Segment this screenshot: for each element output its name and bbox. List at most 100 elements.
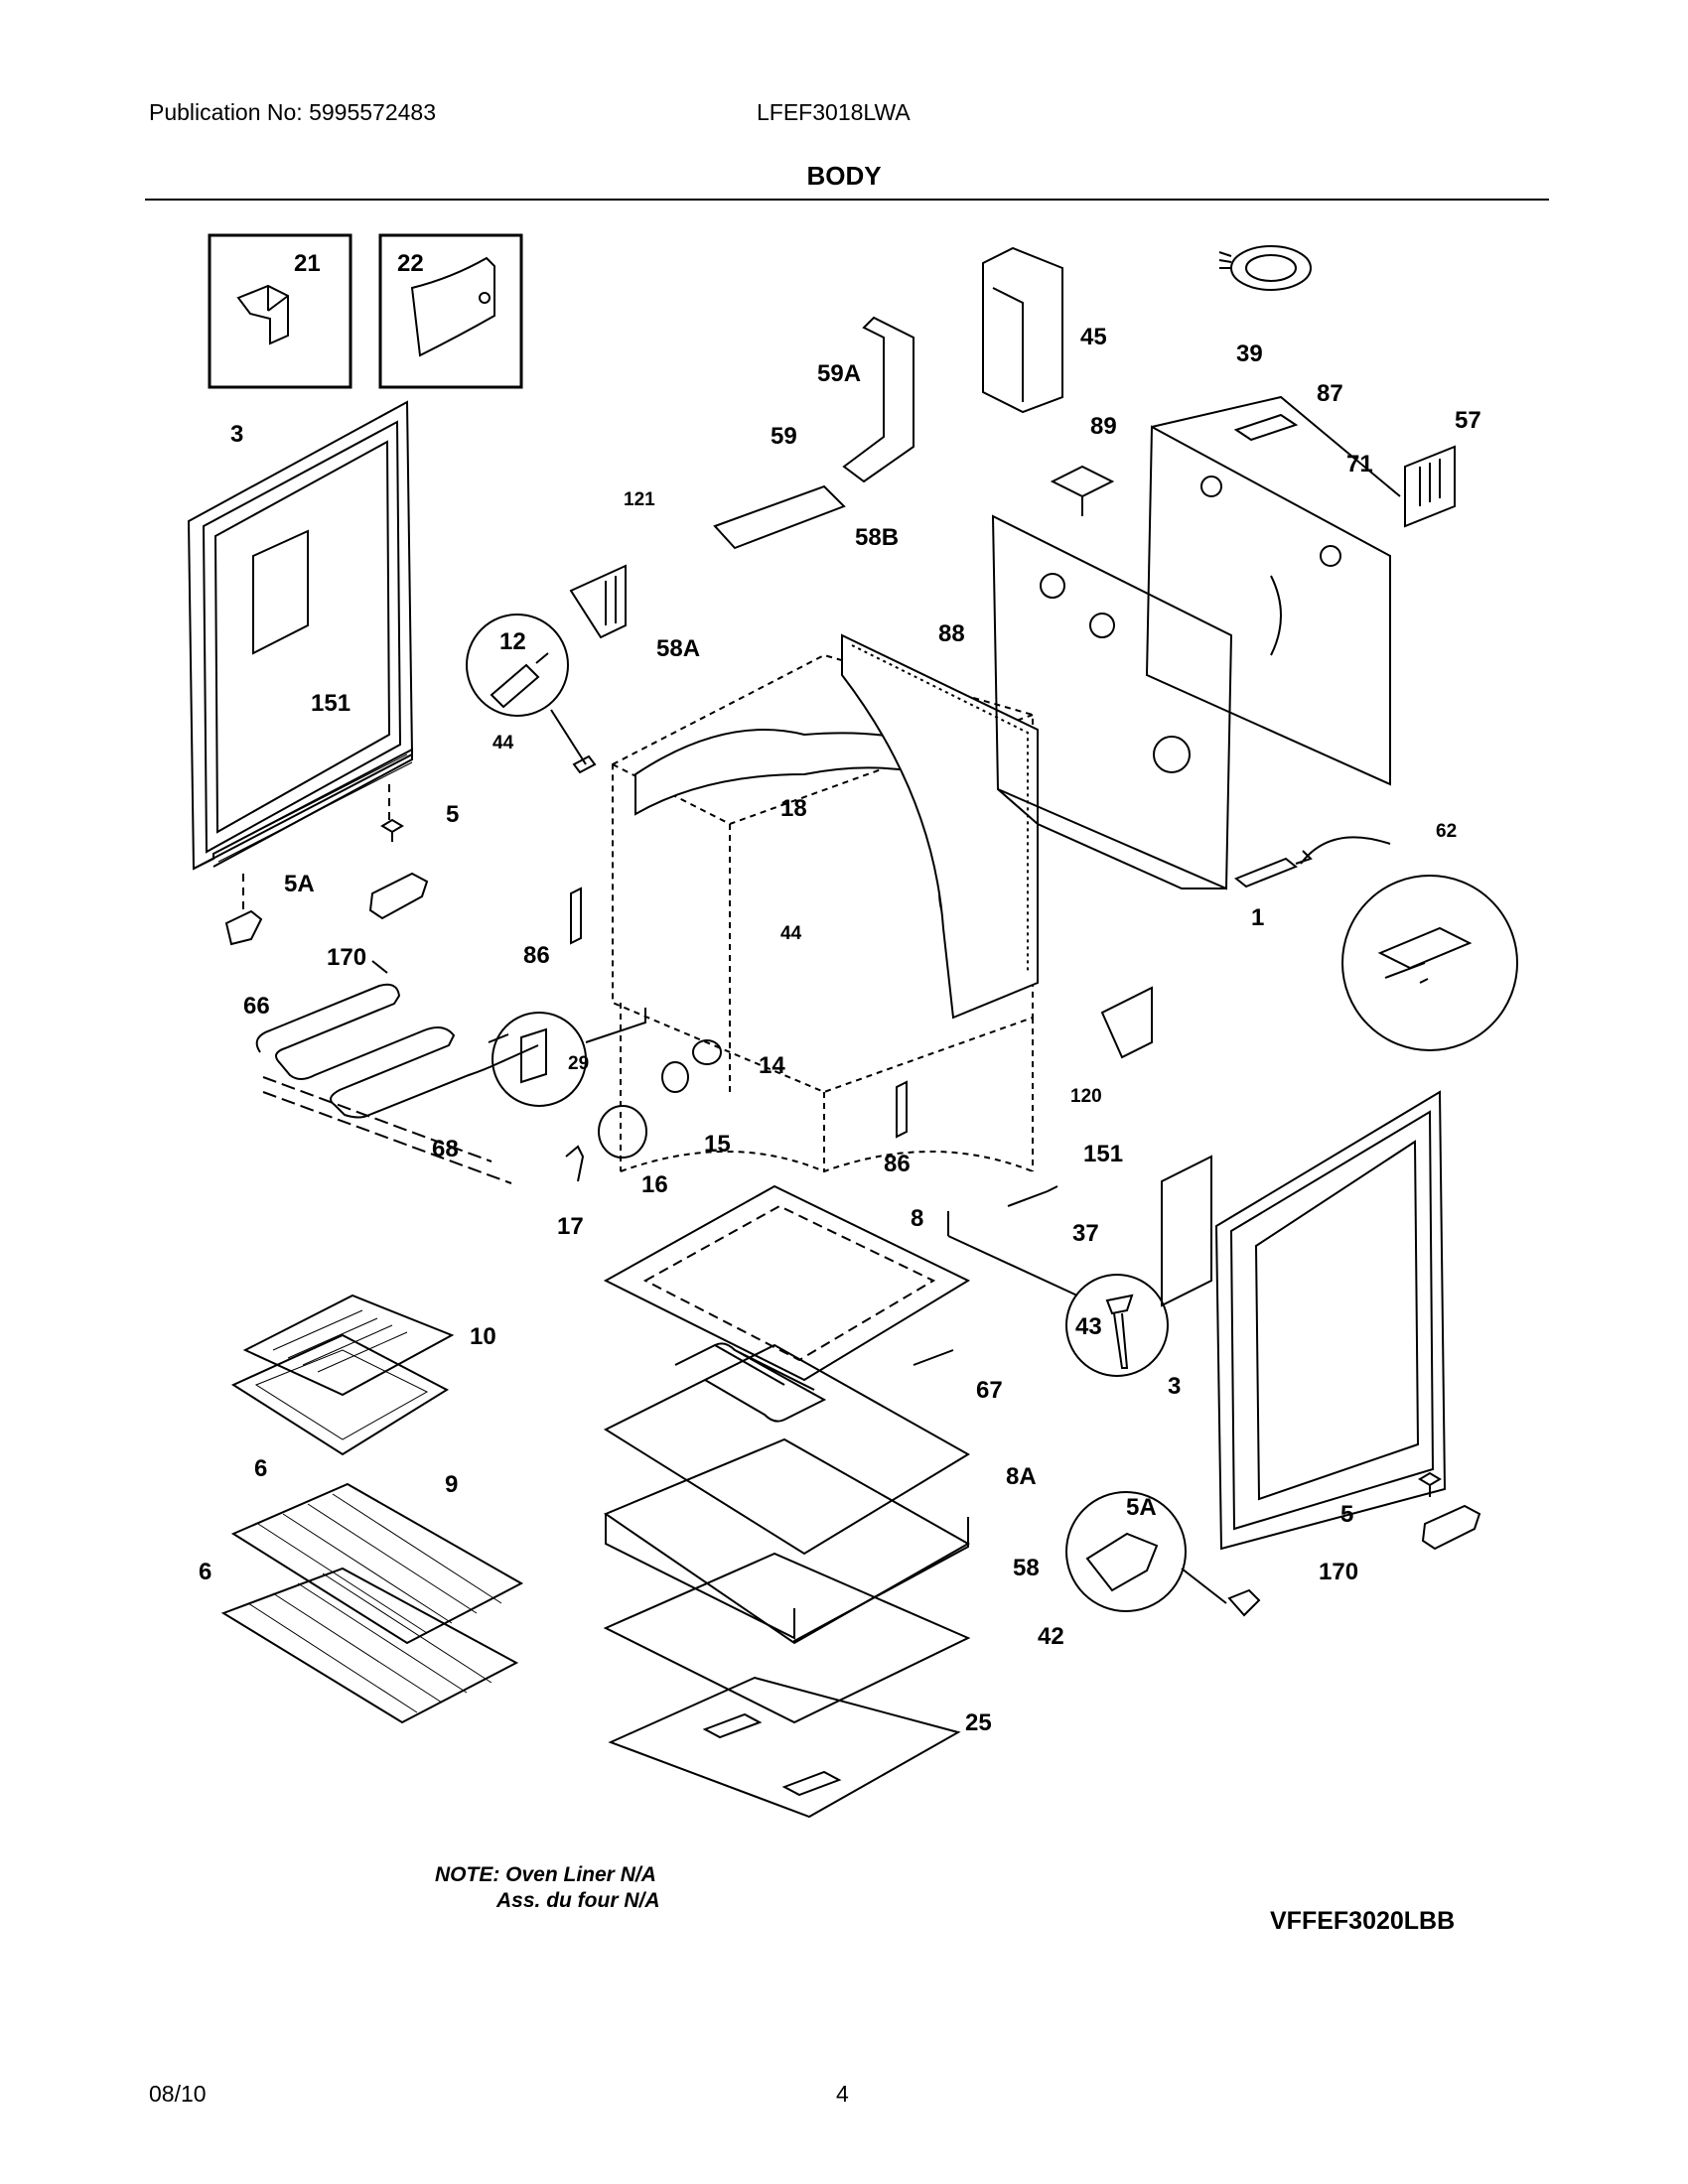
bake-element-67 (674, 1342, 954, 1423)
broiler-grid-10 (242, 1294, 455, 1397)
label-17: 17 (557, 1213, 584, 1240)
label-58B: 58B (855, 524, 899, 551)
lamp-clip-17 (565, 1145, 585, 1182)
bracket-part-151-right (1161, 1155, 1212, 1307)
detail-circle-29 (492, 1008, 646, 1107)
inner-back-panel (991, 514, 1233, 890)
label-15: 15 (704, 1131, 731, 1158)
label-14: 14 (759, 1052, 785, 1079)
back-panel-71 (1145, 395, 1401, 786)
diagram-code: VFFEF3020LBB (1270, 1907, 1456, 1935)
label-29: 29 (568, 1053, 589, 1074)
bracket-part-87 (1233, 413, 1299, 442)
label-5-right: 5 (1340, 1501, 1353, 1528)
label-151-right: 151 (1083, 1141, 1123, 1167)
label-22: 22 (397, 250, 424, 277)
bracket-part-86-upper (570, 887, 582, 945)
label-5-left: 5 (446, 801, 459, 828)
bracket-part-86-lower (896, 1080, 908, 1139)
label-89: 89 (1090, 413, 1117, 440)
vent-part-45 (982, 246, 1063, 414)
bottom-panel-25 (608, 1676, 961, 1819)
detail-circle-5A (1065, 1491, 1261, 1617)
bracket-part-121 (569, 564, 627, 639)
note-oven-liner: NOTE: Oven Liner N/A (435, 1863, 656, 1886)
label-1: 1 (1251, 904, 1264, 931)
label-6-lower: 6 (199, 1559, 211, 1585)
bracket-part-170-right (1421, 1504, 1481, 1551)
bracket-part-5A-left (224, 874, 263, 946)
label-21: 21 (294, 250, 321, 277)
label-44-left: 44 (492, 733, 514, 753)
label-120: 120 (1070, 1086, 1102, 1107)
label-151-left: 151 (311, 690, 351, 717)
side-panel-right (1214, 1090, 1447, 1551)
label-59A: 59A (817, 360, 861, 387)
bottom-panel-42 (603, 1552, 971, 1724)
label-8: 8 (911, 1205, 923, 1232)
inset-part-21 (208, 233, 352, 389)
label-170-right: 170 (1319, 1559, 1358, 1585)
label-3-right: 3 (1168, 1373, 1181, 1400)
oven-rack-upper (230, 1482, 524, 1645)
model-number: LFEF3018LWA (757, 99, 911, 125)
label-39: 39 (1236, 341, 1263, 367)
label-44-center: 44 (780, 923, 802, 944)
publication-number: Publication No: 5995572483 (149, 99, 437, 125)
detail-circle-12 (466, 614, 597, 774)
lamp-bulb-15 (661, 1061, 689, 1093)
lamp-socket-14 (692, 1039, 722, 1065)
broil-element-66 (255, 960, 539, 1119)
label-87: 87 (1317, 380, 1343, 407)
element-shield-68 (262, 1076, 512, 1184)
label-66: 66 (243, 993, 270, 1020)
label-86-lower: 86 (884, 1151, 911, 1177)
bracket-part-120 (1100, 986, 1153, 1059)
label-62: 62 (1436, 821, 1457, 842)
label-68: 68 (432, 1136, 459, 1162)
inset-part-22 (378, 233, 523, 389)
label-59: 59 (771, 423, 797, 450)
label-25: 25 (965, 1709, 992, 1736)
label-5A-right: 5A (1126, 1494, 1157, 1521)
label-18: 18 (780, 795, 807, 822)
label-16: 16 (641, 1171, 668, 1198)
vent-cover-57 (1404, 445, 1456, 528)
duct-part-59 (713, 484, 846, 550)
footer-date: 08/10 (149, 2081, 207, 2107)
part-labels: 21 22 3 151 121 12 44 58A 59A 59 58B 88 … (199, 250, 1481, 1736)
oven-bottom-8A (603, 1343, 970, 1556)
note-oven-liner-fr: Ass. du four N/A (496, 1889, 660, 1912)
page-number: 4 (836, 2081, 849, 2107)
detail-circle-43 (947, 1211, 1169, 1377)
broiler-pan-9 (230, 1333, 450, 1456)
duct-part-59A (842, 316, 914, 483)
label-170-left: 170 (327, 944, 366, 971)
bracket-part-5-left (380, 784, 404, 842)
label-45: 45 (1080, 324, 1107, 350)
label-3-left: 3 (230, 421, 243, 448)
side-panel-left (187, 400, 414, 871)
wire-part-37 (1007, 1185, 1058, 1207)
label-57: 57 (1455, 407, 1481, 434)
wire-harness-39 (1218, 245, 1312, 291)
label-6-upper: 6 (254, 1455, 267, 1482)
label-58: 58 (1013, 1555, 1040, 1581)
label-43: 43 (1075, 1313, 1102, 1340)
oven-bottom-8 (603, 1184, 971, 1382)
section-title: BODY (806, 161, 882, 191)
label-88: 88 (938, 620, 965, 647)
label-67: 67 (976, 1377, 1003, 1404)
lamp-cover-16 (598, 1105, 647, 1159)
label-42: 42 (1038, 1623, 1064, 1650)
header-rule (145, 199, 1549, 201)
label-86-upper: 86 (523, 942, 550, 969)
bracket-part-170-left (368, 872, 429, 920)
label-58A: 58A (656, 635, 700, 662)
bracket-part-89 (1050, 465, 1115, 516)
label-8A: 8A (1006, 1463, 1037, 1490)
label-9: 9 (445, 1471, 458, 1498)
label-121: 121 (624, 489, 655, 510)
label-12: 12 (499, 628, 526, 655)
